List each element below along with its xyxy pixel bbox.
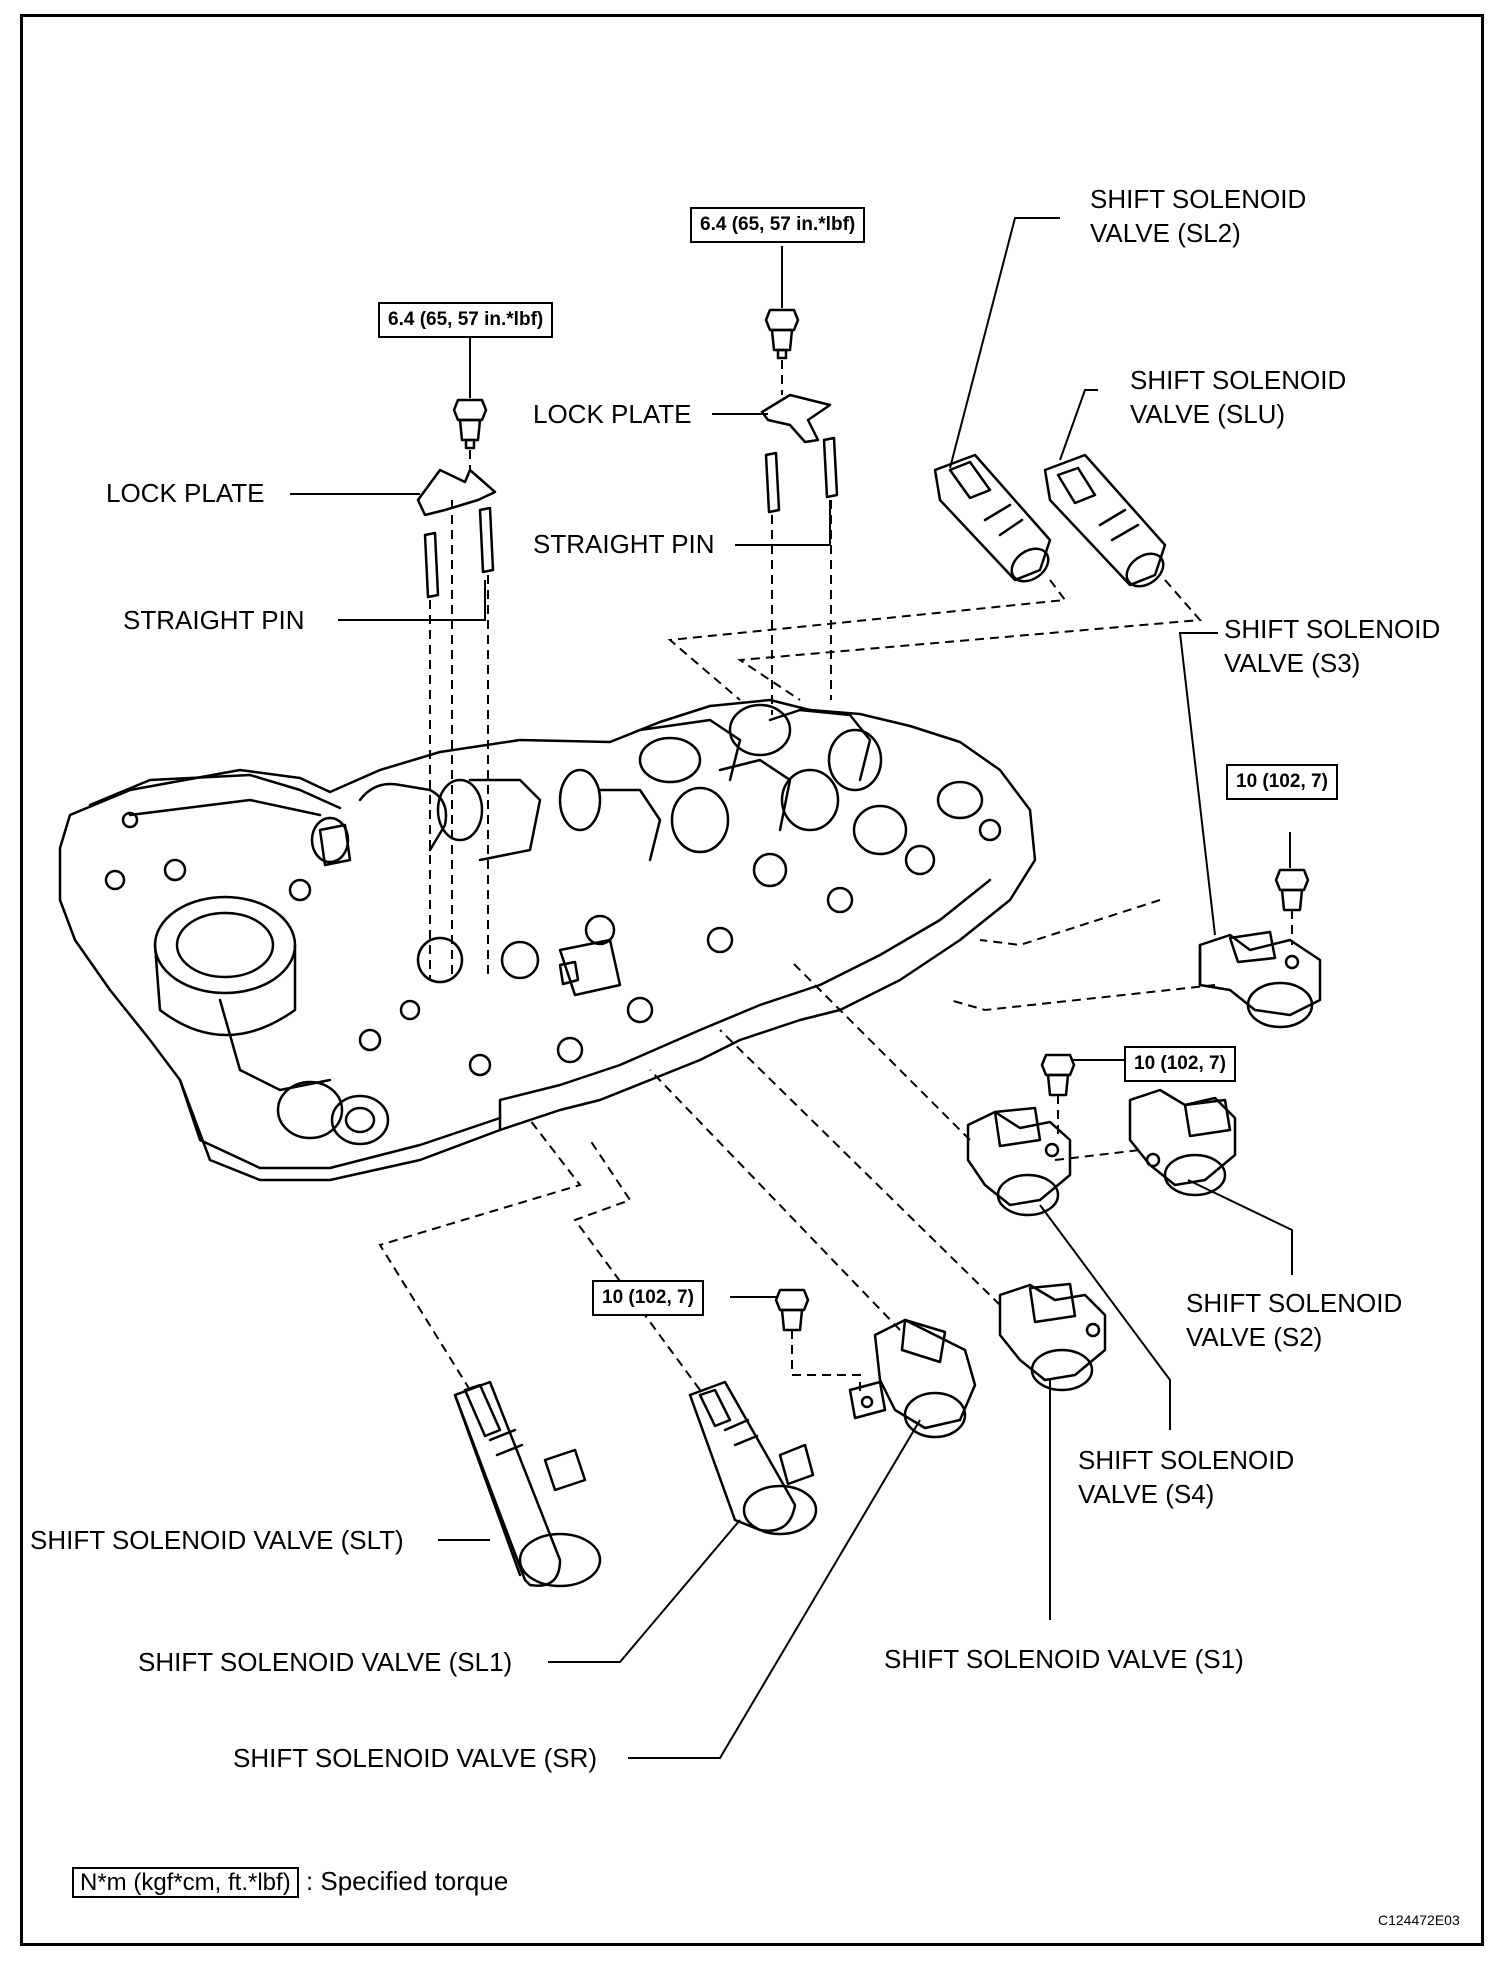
label-s2-line2: VALVE (S2) xyxy=(1186,1322,1323,1352)
label-lock-plate-left: LOCK PLATE xyxy=(106,478,265,508)
valve-s4 xyxy=(966,1106,1072,1217)
lock-plate-center xyxy=(760,393,832,444)
torque-box-s3: 10 (102, 7) xyxy=(1226,764,1338,800)
straight-pin-center-1 xyxy=(764,451,781,514)
straight-pin-left-1 xyxy=(423,531,440,599)
legend-unit-box: N*m (kgf*cm, ft.*lbf) xyxy=(72,1867,299,1898)
figure-code: C124472E03 xyxy=(1378,1912,1460,1928)
bolt-s3 xyxy=(1274,868,1310,912)
bolt-left xyxy=(452,398,488,450)
valve-body xyxy=(58,698,1037,1182)
label-straight-pin-center: STRAIGHT PIN xyxy=(533,529,715,559)
assembly-lines xyxy=(378,360,1293,1395)
label-straight-pin-left: STRAIGHT PIN xyxy=(123,605,305,635)
label-s3-line1: SHIFT SOLENOID xyxy=(1224,614,1441,644)
valve-sl2 xyxy=(933,453,1052,583)
lock-plate-left xyxy=(416,468,497,517)
valve-sr xyxy=(848,1318,977,1439)
valve-sl1 xyxy=(688,1380,818,1536)
label-slt: SHIFT SOLENOID VALVE (SLT) xyxy=(30,1525,404,1555)
label-s4-line1: SHIFT SOLENOID xyxy=(1078,1445,1295,1475)
label-sl1: SHIFT SOLENOID VALVE (SL1) xyxy=(138,1647,513,1677)
leader-lines xyxy=(290,217,1293,1759)
torque-box-upper-left: 6.4 (65, 57 in.*lbf) xyxy=(378,302,554,338)
label-slu-line2: VALVE (SLU) xyxy=(1130,399,1286,429)
legend: N*m (kgf*cm, ft.*lbf) : Specified torque xyxy=(72,1864,508,1900)
label-lock-plate-center: LOCK PLATE xyxy=(533,399,692,429)
label-s3-line2: VALVE (S3) xyxy=(1224,648,1361,678)
torque-box-sr: 10 (102, 7) xyxy=(592,1280,704,1316)
diagram-frame xyxy=(20,14,1484,1946)
torque-box-s2-s4: 10 (102, 7) xyxy=(1124,1046,1236,1082)
bolt-s2-s4 xyxy=(1040,1053,1076,1097)
valve-s2 xyxy=(1128,1088,1237,1197)
valve-slu xyxy=(1043,453,1167,588)
valve-s1 xyxy=(998,1282,1107,1392)
label-sl2-line1: SHIFT SOLENOID xyxy=(1090,184,1307,214)
label-s2-line1: SHIFT SOLENOID xyxy=(1186,1288,1403,1318)
bolt-center xyxy=(764,308,800,360)
bolt-sr xyxy=(774,1288,810,1332)
label-sl2-line2: VALVE (SL2) xyxy=(1090,218,1241,248)
straight-pin-left-2 xyxy=(478,506,495,574)
valve-slt xyxy=(453,1380,602,1588)
label-slu-line1: SHIFT SOLENOID xyxy=(1130,365,1347,395)
label-sr: SHIFT SOLENOID VALVE (SR) xyxy=(233,1743,598,1773)
legend-description: : Specified torque xyxy=(305,1866,509,1896)
label-s1: SHIFT SOLENOID VALVE (S1) xyxy=(884,1644,1244,1674)
valve-s3 xyxy=(1198,930,1322,1029)
torque-box-upper-center: 6.4 (65, 57 in.*lbf) xyxy=(690,207,866,243)
label-s4-line2: VALVE (S4) xyxy=(1078,1479,1215,1509)
straight-pin-center-2 xyxy=(822,436,839,499)
